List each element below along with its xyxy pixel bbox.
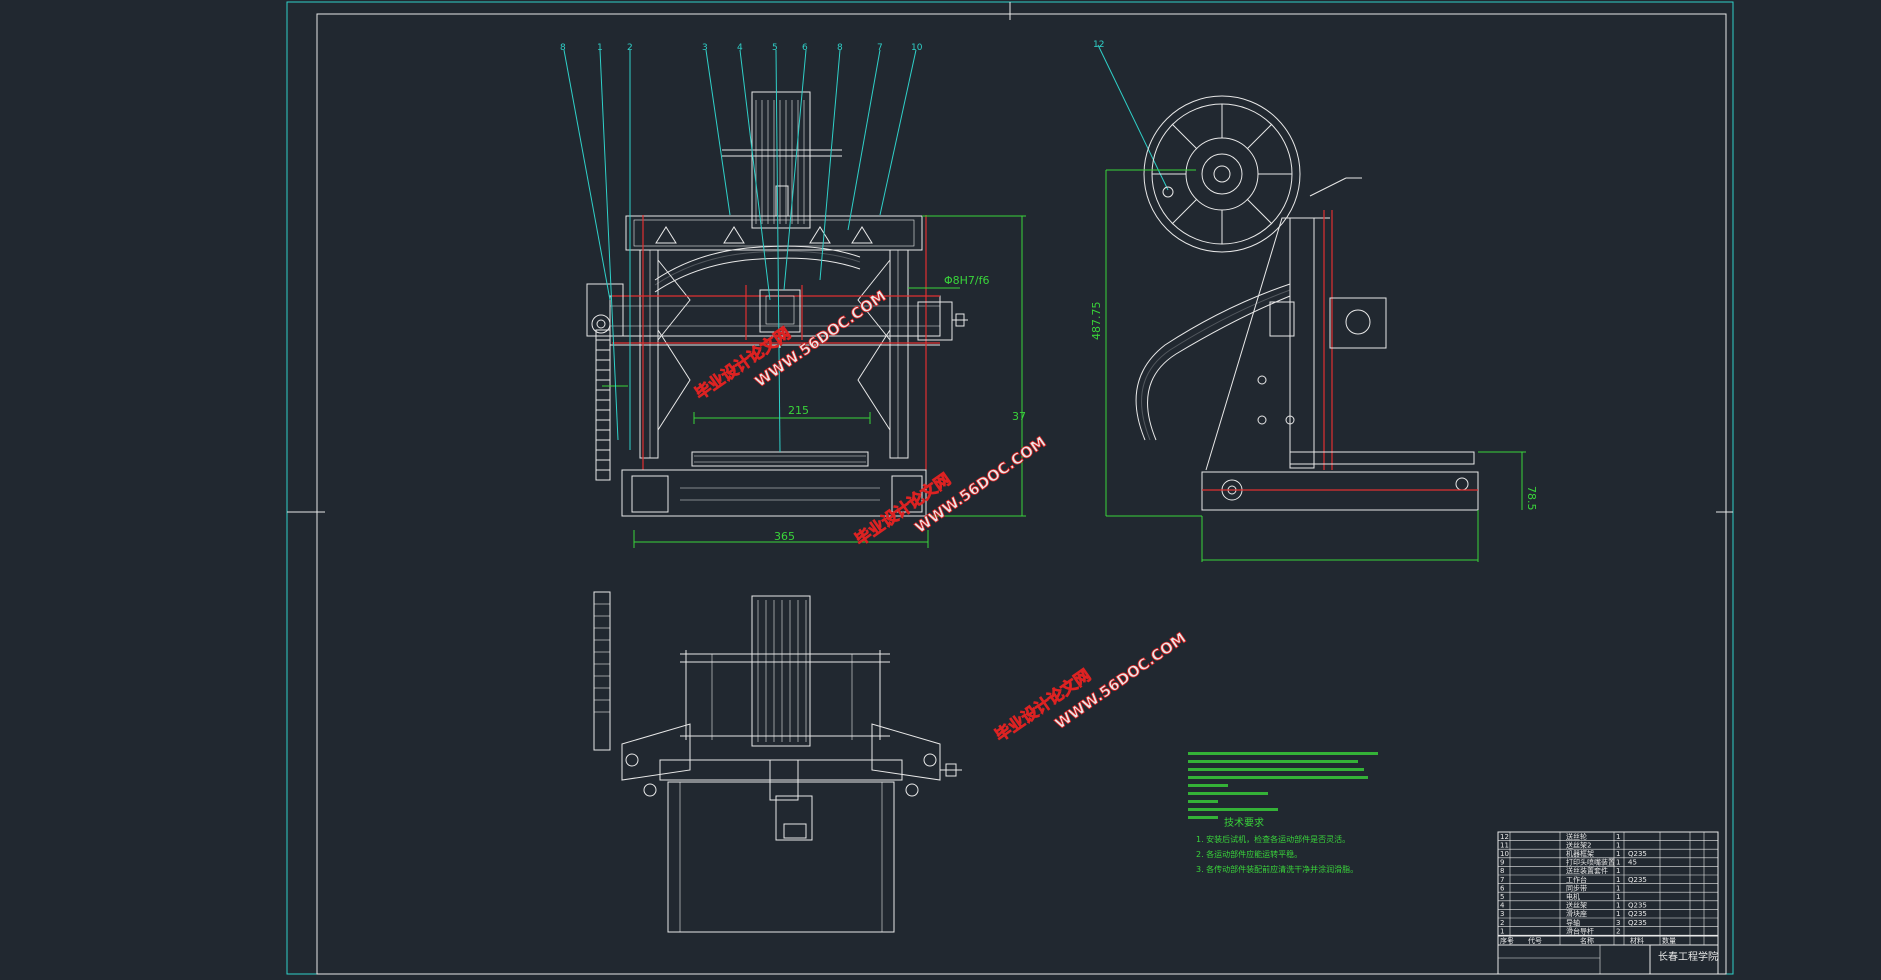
tb-cell-no: 5 [1500, 893, 1504, 901]
tb-cell-mat: Q235 [1628, 902, 1647, 910]
top-view [593, 591, 962, 933]
inner-frame [316, 13, 1727, 975]
tb-cell-no: 4 [1500, 902, 1505, 910]
tb-cell-no: 1 [1500, 927, 1504, 935]
tb-header-no: 序号 [1500, 936, 1514, 945]
dimension-side-height: 487.75 [1090, 302, 1103, 341]
tb-cell-name: 送丝装置套件 [1566, 866, 1608, 875]
tb-header-mat: 材料 [1630, 936, 1644, 945]
balloon: 10 [911, 43, 923, 53]
balloon: 4 [737, 43, 743, 53]
tb-cell-no: 2 [1500, 919, 1504, 927]
tb-cell-qty: 1 [1616, 833, 1620, 841]
tb-cell-qty: 3 [1616, 919, 1620, 927]
tb-cell-qty: 1 [1616, 910, 1620, 918]
tb-cell-qty: 2 [1616, 927, 1620, 935]
tb-cell-mat: Q235 [1628, 876, 1647, 884]
balloon: 6 [802, 43, 808, 53]
tech-note: 3. 各传动部件装配前应清洗干净并涂润滑脂。 [1196, 864, 1358, 874]
tb-cell-name: 工作台 [1566, 875, 1587, 884]
dimension-365: 365 [774, 530, 795, 543]
balloon: 2 [627, 43, 633, 53]
notes-text-block [1188, 752, 1378, 819]
balloon: 1 [597, 43, 603, 53]
tb-header-name: 名称 [1580, 936, 1594, 945]
watermark-3: 毕业设计论文网 WWW.56DOC.COM [991, 628, 1190, 745]
tb-cell-name: 送丝轮 [1566, 832, 1587, 841]
tb-cell-mat: Q235 [1628, 919, 1647, 927]
tb-cell-no: 8 [1500, 867, 1504, 875]
tb-header-code: 代号 [1528, 936, 1542, 945]
balloon: 8 [837, 43, 843, 53]
tb-cell-no: 11 [1500, 841, 1509, 849]
front-view [586, 91, 1026, 548]
tb-cell-name: 导轴 [1566, 918, 1580, 927]
tb-cell-name: 滑台导杆 [1566, 926, 1594, 935]
tb-cell-no: 6 [1500, 884, 1505, 892]
dimension-side-small: 78.5 [1525, 486, 1538, 511]
tb-cell-qty: 1 [1616, 841, 1620, 849]
tb-cell-no: 9 [1500, 859, 1504, 867]
tb-header-qty: 数量 [1662, 936, 1676, 945]
tb-cell-name: 打印头喷嘴装置 [1566, 858, 1615, 867]
tb-cell-qty: 1 [1616, 902, 1620, 910]
tb-cell-qty: 1 [1616, 893, 1620, 901]
tb-cell-no: 12 [1500, 833, 1509, 841]
tb-cell-name: 机器框架 [1566, 849, 1594, 858]
balloon: 3 [702, 43, 708, 53]
tb-cell-no: 3 [1500, 910, 1504, 918]
outer-frame [286, 1, 1734, 975]
school-name: 长春工程学院 [1658, 950, 1718, 963]
tb-cell-mat: Q235 [1628, 850, 1647, 858]
tb-cell-qty: 1 [1616, 876, 1620, 884]
balloon: 12 [1093, 40, 1104, 50]
tech-note: 1. 安装后试机，检查各运动部件是否灵活。 [1196, 834, 1350, 844]
leader-lines [563, 44, 1169, 453]
dimension-37: 37 [1012, 410, 1026, 423]
tech-notes-heading: 技术要求 [1224, 816, 1264, 829]
balloon: 7 [877, 43, 883, 53]
tb-cell-name: 送丝架 [1566, 901, 1587, 910]
tech-note: 2. 各运动部件应能运转平稳。 [1196, 849, 1302, 859]
dimension-fit: Φ8H7/f6 [944, 274, 990, 287]
tb-cell-qty: 1 [1616, 850, 1620, 858]
tb-cell-name: 同步带 [1566, 884, 1587, 892]
tb-cell-name: 送丝架2 [1566, 840, 1591, 849]
tb-cell-name: 电机 [1566, 892, 1580, 901]
tb-cell-mat: Q235 [1628, 910, 1647, 918]
tb-cell-qty: 1 [1616, 867, 1620, 875]
side-view [1105, 95, 1526, 562]
tb-cell-name: 滑块座 [1566, 909, 1587, 918]
watermark-2: 毕业设计论文网 WWW.56DOC.COM [851, 432, 1050, 549]
balloon-labels: 8 1 2 3 4 5 6 8 7 10 12 [560, 40, 1104, 53]
tb-cell-no: 7 [1500, 876, 1504, 884]
balloon: 8 [560, 43, 566, 53]
balloon: 5 [772, 43, 778, 53]
tb-cell-qty: 1 [1616, 859, 1620, 867]
dimension-215: 215 [788, 404, 809, 417]
tb-cell-qty: 1 [1616, 884, 1620, 892]
tb-cell-mat: 45 [1628, 859, 1637, 867]
tb-cell-no: 10 [1500, 850, 1509, 858]
technical-notes: 技术要求 1. 安装后试机，检查各运动部件是否灵活。 2. 各运动部件应能运转平… [1188, 752, 1378, 874]
